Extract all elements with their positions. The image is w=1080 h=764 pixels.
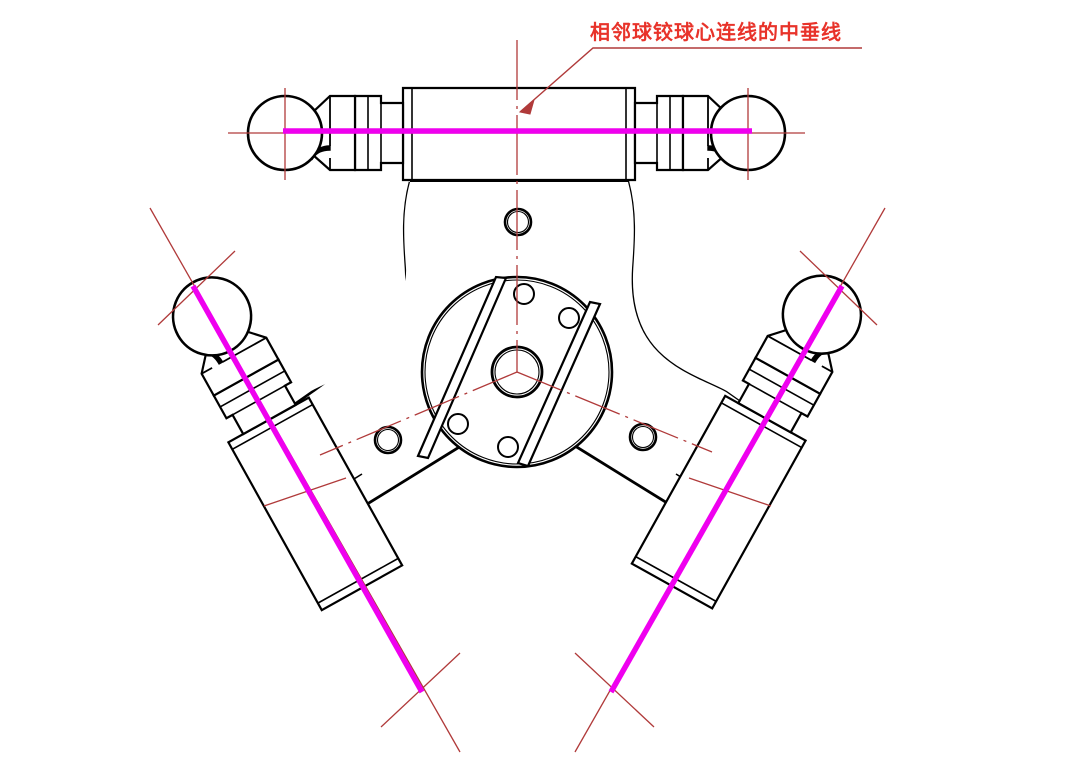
leader-arrowhead <box>518 98 535 115</box>
bushings <box>373 207 658 455</box>
bisector-line-right <box>608 284 845 694</box>
hub-bolt-hole-1 <box>513 283 535 305</box>
bushing-left <box>373 425 403 455</box>
hub-bolt-hole-3 <box>447 413 469 435</box>
top-arm-assembly <box>246 86 787 182</box>
highlight-bisector-lines <box>190 128 845 694</box>
top-arm-cylinder-body <box>401 86 637 182</box>
left-arm-neck-line2 <box>201 367 213 375</box>
hub-bolt-hole-2 <box>558 307 580 329</box>
left-arm-neck-line <box>222 336 267 363</box>
leader-line-path <box>519 47 862 113</box>
hub-rib-slot-right <box>516 300 602 468</box>
bushing-top <box>503 207 533 237</box>
centerline-hub-radial-left <box>319 371 518 456</box>
centerline-left-mid-tick <box>263 477 347 507</box>
annotation-leader <box>518 47 862 115</box>
bisector-line-left <box>190 284 425 694</box>
bushing-top-inner <box>506 210 530 234</box>
right-arm-neck-line2 <box>821 365 833 373</box>
ball-lower-right-end <box>781 274 863 355</box>
hub-bolt-hole-4 <box>497 436 519 458</box>
bushing-right-inner <box>631 425 655 449</box>
centerline-right-mid-tick <box>688 477 772 507</box>
centerline-hub-radial-right <box>516 371 713 453</box>
annotation-label: 相邻球铰球心连线的中垂线 <box>590 20 842 44</box>
bushing-left-inner <box>376 428 400 452</box>
